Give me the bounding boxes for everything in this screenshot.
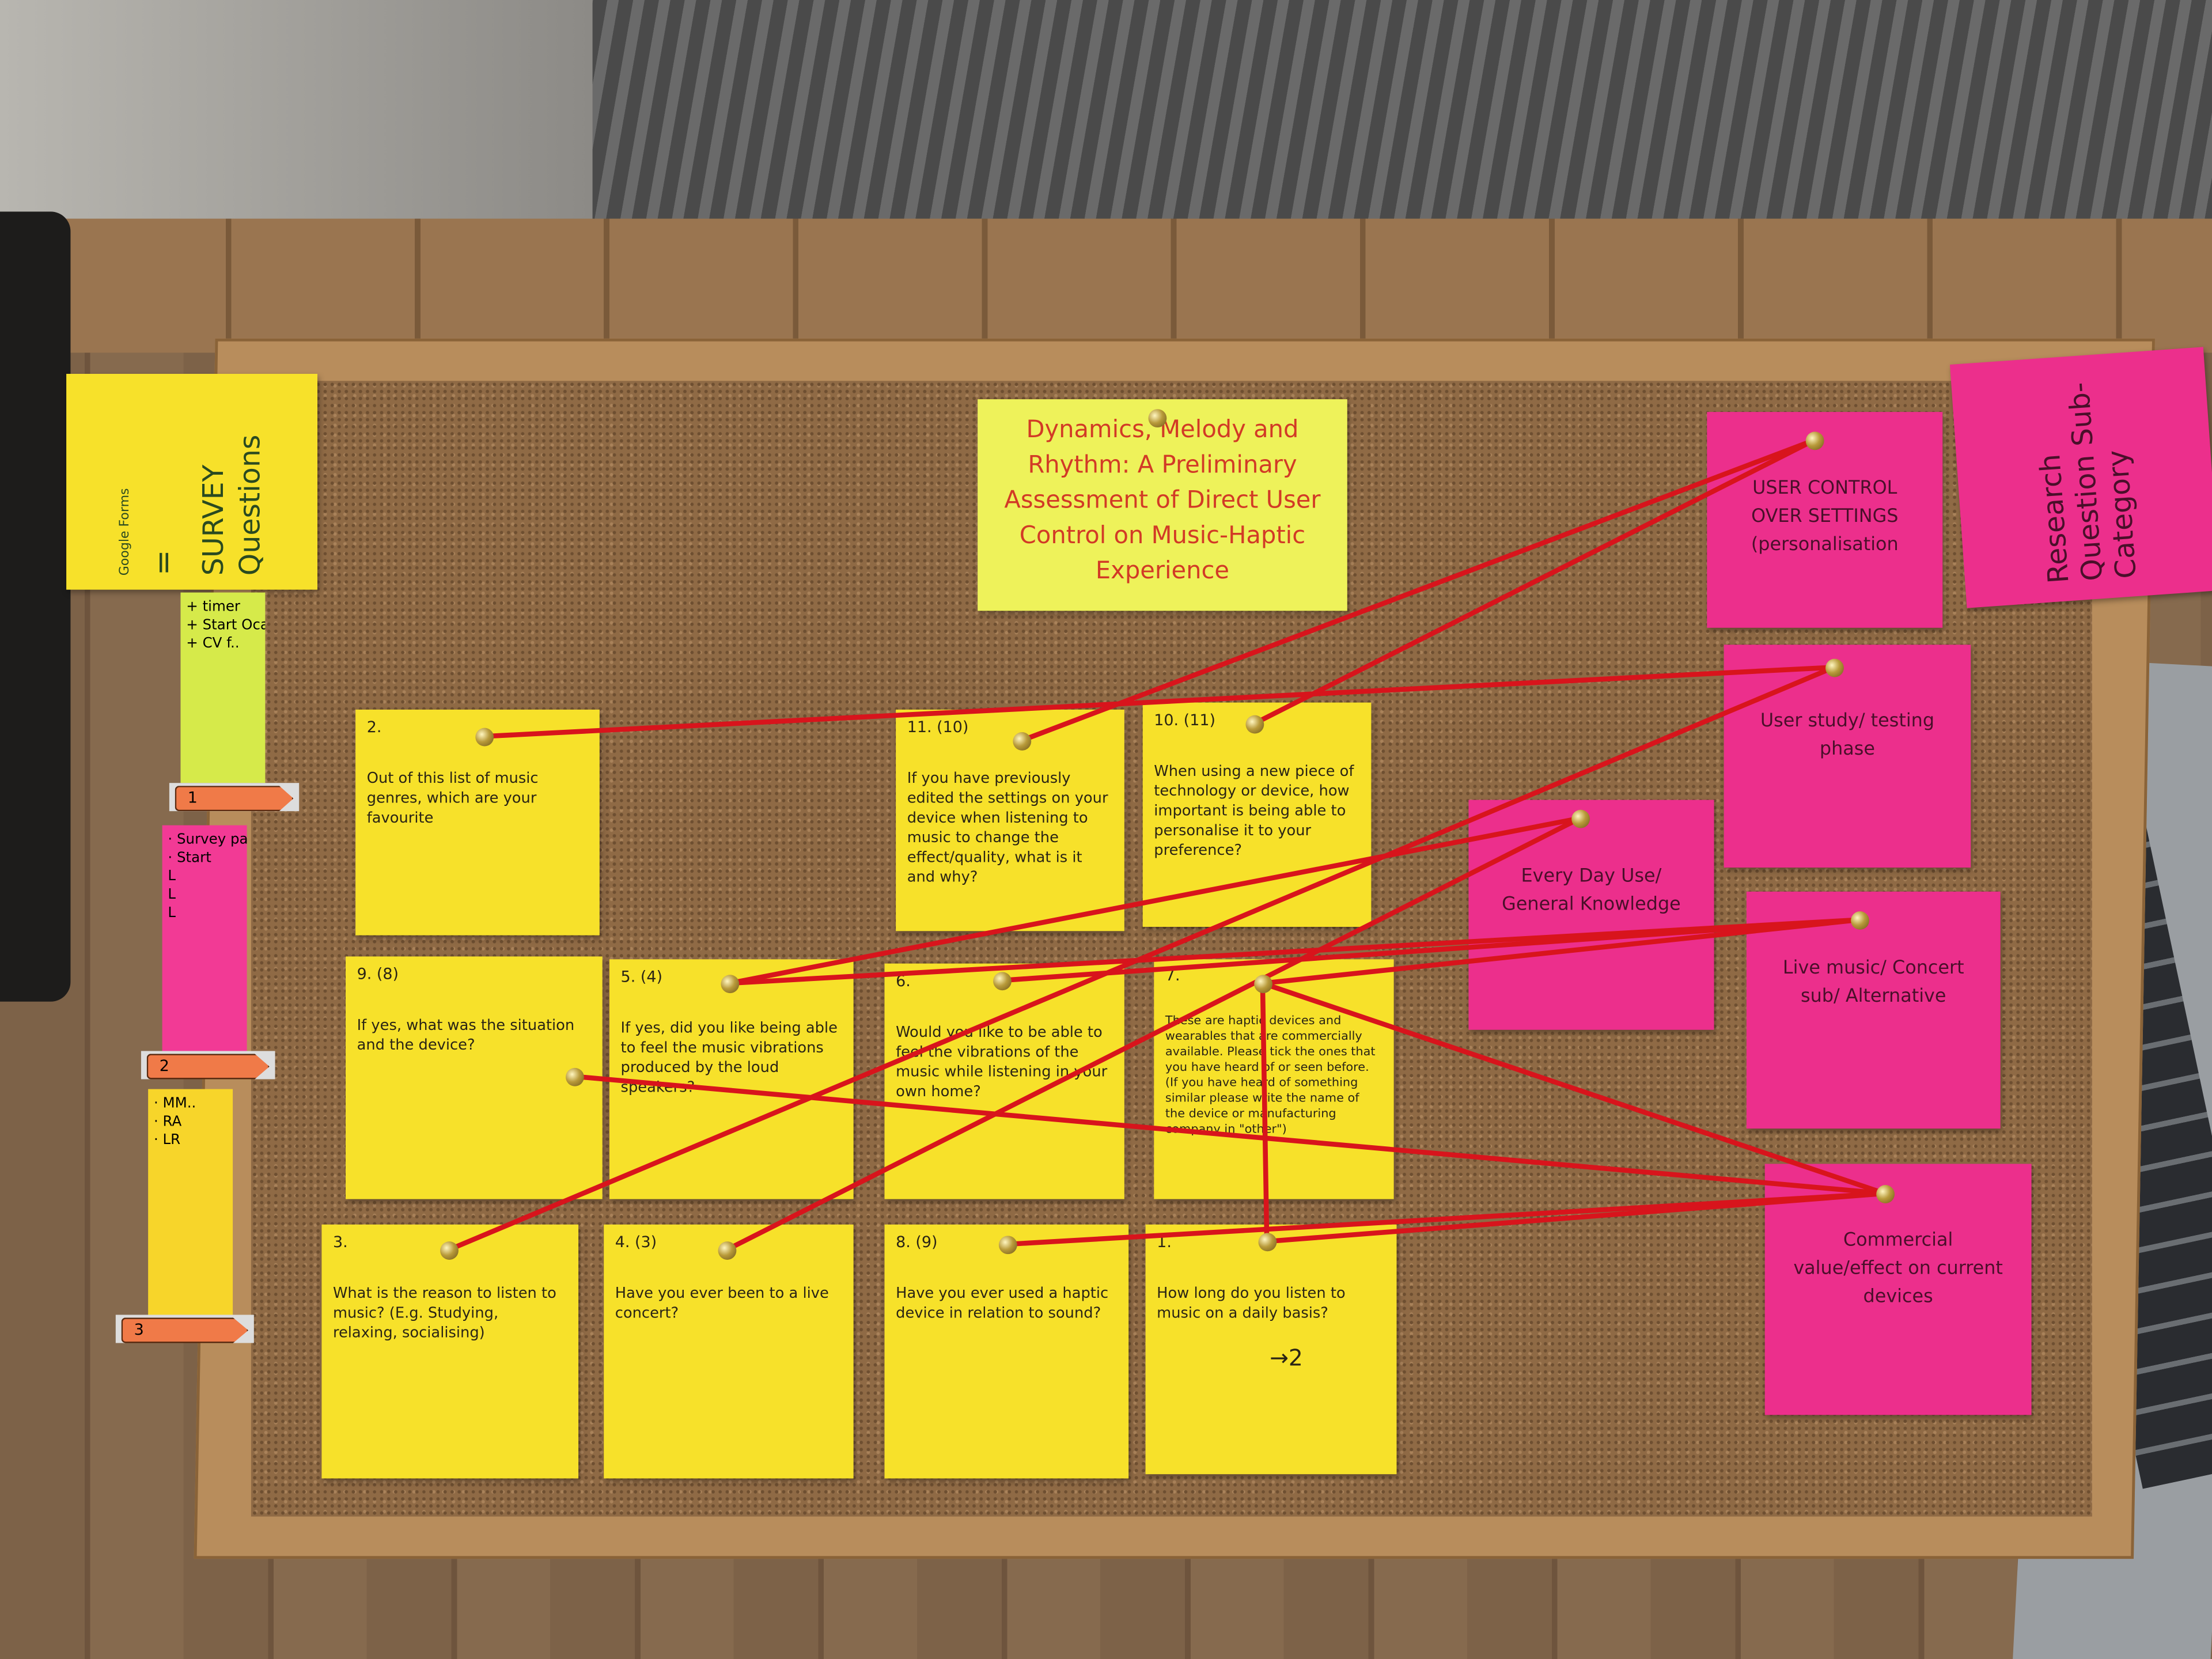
pushpin-icon — [1851, 911, 1869, 930]
pushpin-icon — [1013, 732, 1032, 751]
side-strip-note: · MM.. · RA · LR — [148, 1089, 233, 1315]
question-note: 9. (8) If yes, what was the situation and… — [346, 956, 603, 1199]
side-strip-line: + timer — [186, 599, 240, 615]
category-note: Every Day Use/ General Knowledge — [1468, 800, 1714, 1030]
equals-mark: = — [146, 550, 182, 576]
pushpin-icon — [440, 1241, 459, 1260]
question-annotation: →2 — [1270, 1344, 1303, 1372]
numbered-tab: 2 — [141, 1051, 275, 1080]
monitor — [0, 211, 71, 1002]
question-text: If yes, what was the situation and the d… — [357, 1017, 575, 1054]
research-subcategory-note: Research Question Sub-Category — [1949, 347, 2212, 608]
question-text: If yes, did you like being able to feel … — [620, 1020, 838, 1096]
question-text: How long do you listen to music on a dai… — [1157, 1285, 1346, 1322]
question-text: These are haptic devices and wearables t… — [1165, 1014, 1376, 1137]
pushpin-icon — [475, 728, 494, 747]
question-note: 1.How long do you listen to music on a d… — [1145, 1224, 1397, 1475]
tab-number: 1 — [175, 786, 294, 812]
pushpin-icon — [998, 1236, 1017, 1255]
google-forms-label: Google Forms — [118, 488, 133, 576]
side-strip-line: · Start — [168, 850, 211, 866]
category-text: Every Day Use/ General Knowledge — [1502, 866, 1681, 916]
question-note: 5. (4)If yes, did you like being able to… — [609, 959, 854, 1199]
side-strip-note: + timer + Start Ocamu.. + CV f.. — [180, 592, 266, 783]
survey-questions-note: Google Forms = SURVEY Questions — [66, 373, 318, 590]
question-text: Out of this list of music genres, which … — [366, 770, 539, 827]
question-note: 11. (10) If you have previously edited th… — [896, 709, 1124, 931]
question-number: 3. — [332, 1233, 348, 1252]
category-note: Live music/ Concert sub/ Alternative — [1746, 891, 2001, 1129]
category-text: Commercial value/effect on current devic… — [1793, 1230, 2003, 1308]
tab-number: 2 — [146, 1054, 270, 1080]
research-subcategory-label: Research Question Sub-Category — [2032, 381, 2143, 585]
question-note: 8. (9)Have you ever used a haptic device… — [884, 1224, 1129, 1479]
pushpin-icon — [718, 1241, 737, 1260]
category-note: USER CONTROL OVER SETTINGS (personalisat… — [1707, 412, 1943, 628]
pushpin-icon — [1805, 431, 1824, 450]
question-number: 9. (8) — [357, 965, 399, 983]
category-text: Live music/ Concert sub/ Alternative — [1782, 957, 1964, 1007]
pushpin-icon — [993, 972, 1012, 991]
question-text: Have you ever been to a live concert? — [615, 1285, 829, 1322]
pushpin-icon — [721, 975, 740, 994]
side-strip-line: L — [168, 906, 176, 922]
title-note: Dynamics, Melody and Rhythm: A Prelimina… — [978, 399, 1347, 611]
question-text: Have you ever used a haptic device in re… — [896, 1285, 1109, 1322]
question-number: 7. — [1165, 966, 1180, 985]
category-note: User study/ testing phase — [1724, 645, 1971, 868]
question-note: 3. What is the reason to listen to music?… — [321, 1224, 579, 1479]
question-note: 6.Would you like to be able to feel the … — [884, 963, 1124, 1199]
question-number: 2. — [366, 718, 382, 737]
question-note: 4. (3)Have you ever been to a live conce… — [604, 1224, 854, 1479]
numbered-tab: 1 — [169, 783, 300, 812]
category-note: Commercial value/effect on current devic… — [1764, 1164, 2032, 1415]
question-note: 10. (11)When using a new piece of techno… — [1142, 702, 1372, 927]
pushpin-icon — [1258, 1233, 1277, 1252]
category-text: USER CONTROL OVER SETTINGS (personalisat… — [1751, 478, 1899, 556]
question-text: When using a new piece of technology or … — [1154, 763, 1354, 859]
question-text: If you have previously edited the settin… — [907, 770, 1108, 886]
window-light — [0, 0, 593, 240]
pushpin-icon — [1254, 975, 1272, 994]
side-strip-line: + CV f.. — [186, 636, 240, 652]
pushpin-icon — [1148, 409, 1167, 428]
question-note: 7. These are haptic devices and wearables… — [1154, 959, 1394, 1199]
pushpin-icon — [1245, 715, 1264, 734]
question-number: 11. (10) — [907, 718, 969, 737]
side-strip-note: · Survey partic.. · Start L L L — [162, 825, 247, 1051]
question-text: Would you like to be able to feel the vi… — [896, 1024, 1108, 1101]
side-strip-line: L — [168, 869, 176, 885]
wooden-shelf — [42, 218, 2212, 353]
numbered-tab: 3 — [115, 1315, 254, 1343]
survey-questions-label: SURVEY Questions — [196, 434, 267, 576]
side-strip-line: · MM.. — [153, 1096, 196, 1112]
side-strip-line: · Survey partic.. — [168, 832, 247, 848]
question-text: What is the reason to listen to music? (… — [332, 1285, 556, 1342]
side-strip-line: · LR — [153, 1132, 181, 1149]
category-text: User study/ testing phase — [1760, 711, 1935, 761]
side-strip-line: · RA — [153, 1114, 182, 1130]
pushpin-icon — [1876, 1185, 1895, 1203]
pushpin-icon — [1571, 809, 1590, 828]
pushpin-icon — [566, 1067, 584, 1086]
pushpin-icon — [1825, 658, 1844, 677]
side-strip-line: L — [168, 887, 176, 903]
tab-number: 3 — [121, 1317, 249, 1343]
side-strip-line: + Start Ocamu.. — [186, 618, 265, 634]
